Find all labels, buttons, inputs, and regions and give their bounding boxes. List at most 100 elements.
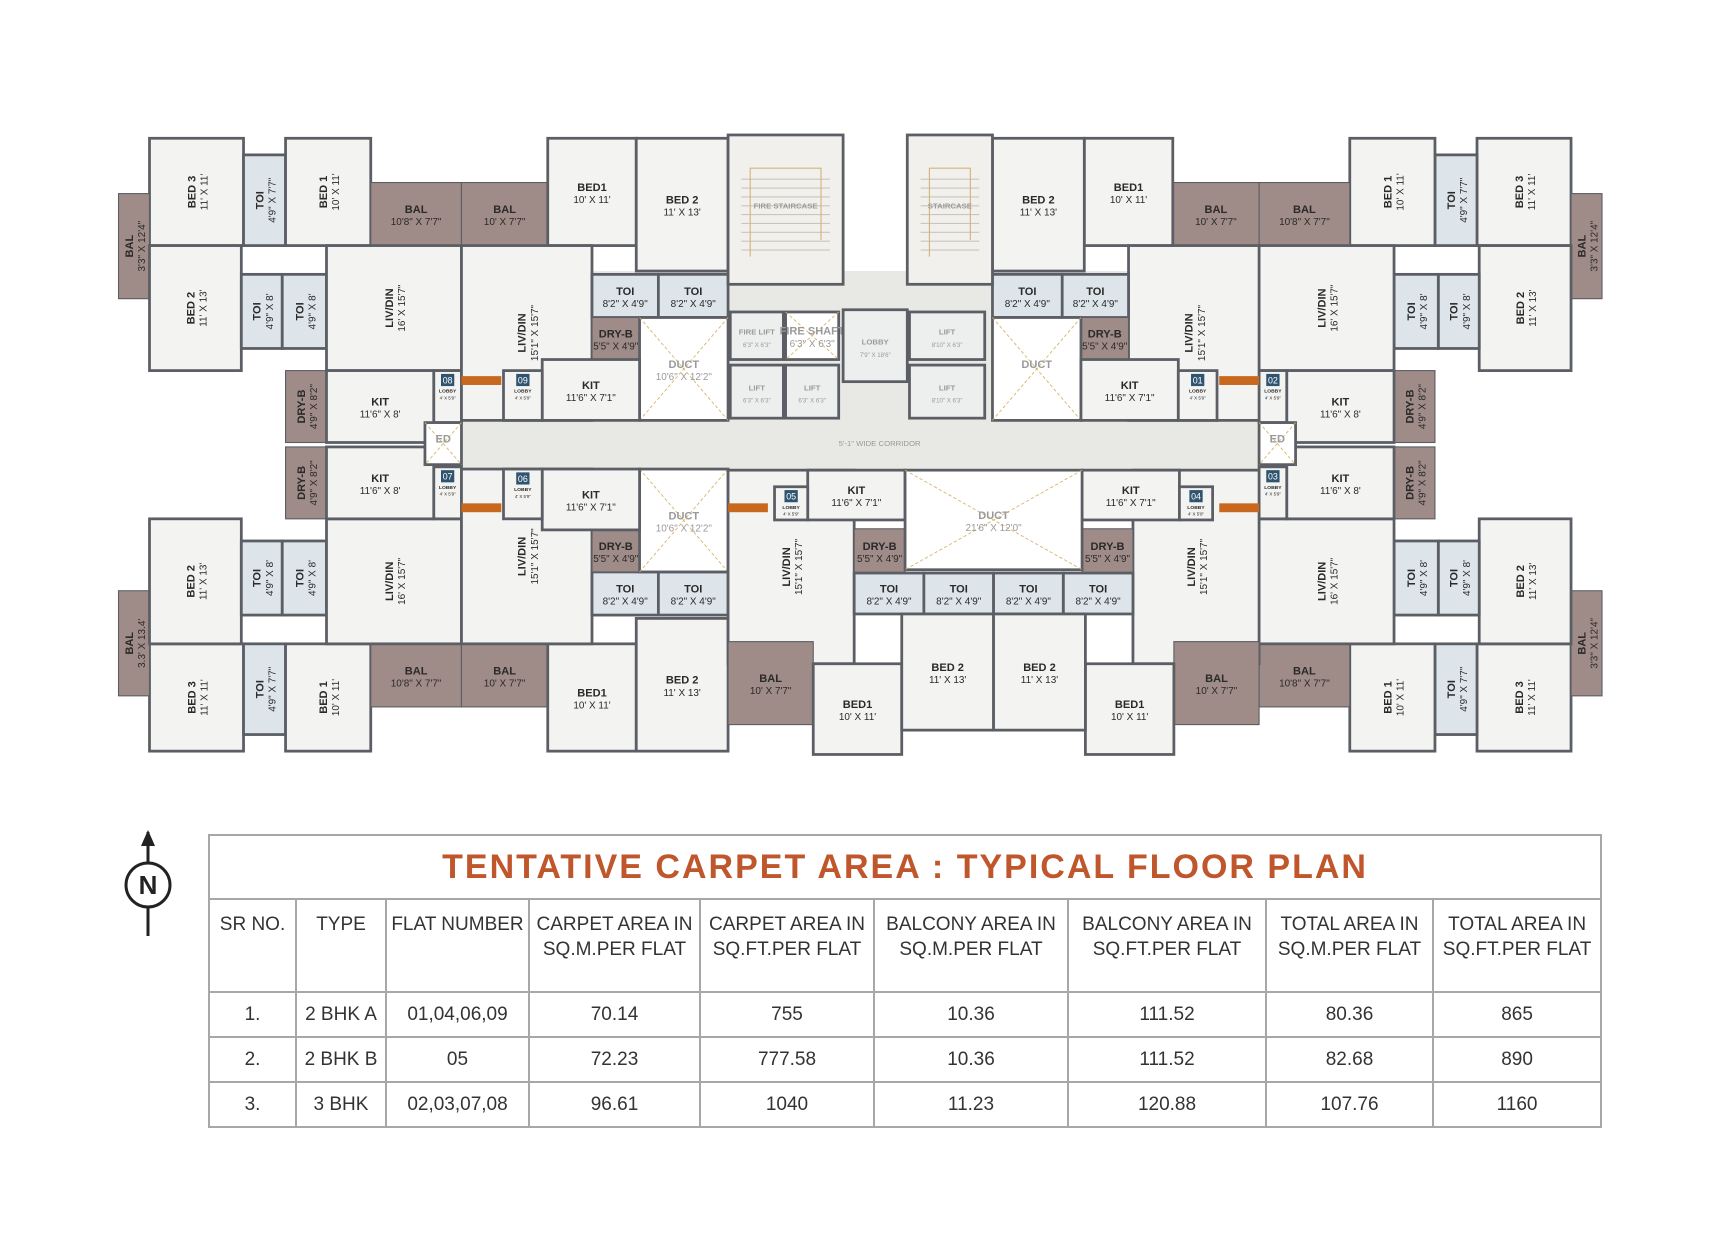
room-size: 10'6" X 12'2" [656,372,713,383]
table-cell: 3 BHK [295,1081,387,1128]
flat-number: 06 [518,474,528,484]
room-label: BED 1 [318,681,330,714]
flat-number-badge [1266,470,1280,483]
room-label: LIV/DIN [517,313,529,352]
room-size: 6'3" X 6'3" [790,339,836,350]
entrance-door [1219,376,1260,385]
room-label: KIT [582,489,600,501]
room-label: TOI [1406,302,1418,320]
room-size: 11' X 13' [198,289,209,326]
room-size: 11'6" X 7'1" [1105,393,1155,404]
room-label: BED 2 [1022,195,1055,207]
flat-number-badge [784,490,798,503]
entrance-door [728,503,768,513]
room-size: 11'6" X 7'1" [1106,498,1156,509]
flat-number-badge [516,472,530,485]
table-cell: 80.36 [1265,991,1434,1038]
room-size: 3'3" X 12'4" [1590,220,1601,271]
room-size: 11'6" X 8' [360,486,401,497]
room-label: BED 2 [1023,662,1056,674]
room-label: KIT [1331,473,1349,485]
room-size: 4'9" X 8'2" [309,384,320,430]
room-size: 8'2" X 4'9" [1076,597,1122,608]
room-size: 5'5" X 4'9" [593,342,639,353]
column-header-line: SQ.FT.PER FLAT [1092,939,1242,960]
room: ED [423,421,463,467]
room-size: 4' X 5'9" [440,492,456,497]
room-label: BAL [1576,235,1588,258]
room-size: 8'2" X 4'9" [671,597,717,608]
table-cell: 2 BHK A [295,991,387,1038]
room-size: 10' X 11' [573,701,610,712]
room-size: 11' X 13' [198,563,209,600]
room-size: 4'9" X 7'7" [268,177,279,223]
room: DUCT [991,316,1083,422]
room-label: BED 1 [318,176,330,209]
room: BED 211' X 13' [634,617,730,753]
room-size: 8'2" X 4'9" [1073,299,1119,310]
column-header-line: TOTAL AREA IN [1448,914,1587,935]
room-size: 11' X 11' [1527,174,1538,211]
flat-number: 03 [1268,472,1278,482]
table-cell: 1040 [699,1081,875,1128]
room-label: TOI [1086,286,1104,298]
room-label: BED1 [577,182,606,194]
room-size: 11' X 11' [200,174,211,211]
column-header-line: SR NO. [219,914,286,935]
room-size: 4'9" X 8' [265,293,276,329]
room-label: LIFT [749,384,766,393]
room-size: 11' X 11' [1527,679,1538,716]
room-label: DRY-B [1091,541,1125,553]
room-size: 10'6" X 12'2" [656,524,713,535]
room-label: TOI [252,302,264,320]
room-size: 3.3' X 13.4' [137,619,148,668]
room-label: DUCT [1021,359,1052,371]
flat-number: 05 [786,491,796,501]
room-label: LIFT [939,384,956,393]
room-label: BAL [493,665,516,677]
column-header-line: SQ.M.PER FLAT [542,939,687,960]
room-size: 16' X 15'7" [1330,557,1341,605]
room-size: 10' X 11' [331,679,342,716]
room-size: 15'1" X 15'7" [794,538,805,595]
room-size: 11'6" X 7'1" [831,498,881,509]
flat-number: 07 [443,472,453,482]
room-label: LOBBY [1189,389,1207,395]
room-size: 11' X 13' [1021,675,1058,686]
room-size: 4' X 5'9" [515,395,531,400]
north-arrow-icon: N [124,830,172,936]
room-label: TOI [252,569,264,587]
table-cell: 72.23 [528,1036,701,1083]
room-size: 16' X 15'7" [397,557,408,605]
room-label: DRY-B [296,390,308,424]
room-label: DRY-B [599,541,633,553]
room-size: 10' X 11' [1110,195,1147,206]
north-label: N [139,870,158,900]
